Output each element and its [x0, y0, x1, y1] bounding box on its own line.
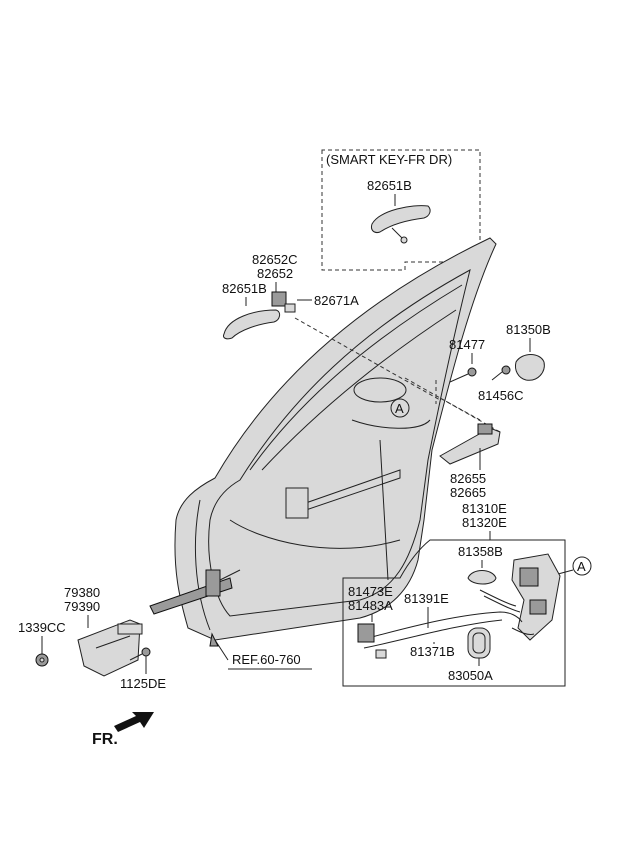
label-81310E[interactable]: 81310E — [462, 501, 507, 516]
inside-handle-82655 — [439, 423, 501, 465]
marker-a-door-label: A — [395, 401, 404, 416]
smart-key-door-handle — [371, 205, 431, 244]
label-81473E[interactable]: 81473E — [348, 584, 393, 599]
label-82651B-top[interactable]: 82651B — [367, 178, 412, 193]
direction-label: FR. — [92, 731, 118, 748]
label-82665[interactable]: 82665 — [450, 485, 486, 500]
latch-assembly-box — [342, 539, 566, 687]
smart-key-note: (SMART KEY-FR DR) — [326, 152, 452, 167]
label-81358B[interactable]: 81358B — [458, 544, 503, 559]
front-door-panel — [174, 237, 497, 641]
bolt-81456C — [491, 365, 511, 381]
lock-rod-81473E — [357, 623, 387, 659]
label-82652[interactable]: 82652 — [257, 266, 293, 281]
grommet-83050A — [467, 627, 491, 659]
striker-81350B — [515, 354, 545, 381]
label-82652C[interactable]: 82652C — [252, 252, 298, 267]
label-83050A[interactable]: 83050A — [448, 668, 493, 683]
marker-a-latch-label: A — [577, 559, 586, 574]
front-arrow-icon — [114, 712, 154, 732]
label-79390[interactable]: 79390 — [64, 599, 100, 614]
door-checker-79380 — [77, 619, 143, 677]
marker-a-door — [390, 398, 410, 418]
label-1125DE[interactable]: 1125DE — [120, 676, 166, 691]
label-79380[interactable]: 79380 — [64, 585, 100, 600]
ref-note: REF.60-760 — [232, 652, 301, 667]
label-81483A[interactable]: 81483A — [348, 598, 393, 613]
bolt-81477 — [449, 367, 477, 383]
marker-a-latch — [572, 556, 592, 576]
actuator-81358B — [467, 570, 497, 585]
label-81456C[interactable]: 81456C — [478, 388, 524, 403]
label-81320E[interactable]: 81320E — [462, 515, 507, 530]
nut-1339CC — [35, 653, 49, 667]
smart-key-dashed-box — [321, 149, 481, 271]
label-82655[interactable]: 82655 — [450, 471, 486, 486]
label-81477[interactable]: 81477 — [449, 337, 485, 352]
label-81350B[interactable]: 81350B — [506, 322, 551, 337]
label-1339CC[interactable]: 1339CC — [18, 620, 66, 635]
door-check-strap — [205, 569, 241, 597]
label-82651B[interactable]: 82651B — [222, 281, 267, 296]
label-82671A[interactable]: 82671A — [314, 293, 359, 308]
door-latch-assembly — [511, 553, 561, 641]
outside-door-handle — [223, 291, 296, 340]
label-81391E[interactable]: 81391E — [404, 591, 449, 606]
label-81371B[interactable]: 81371B — [410, 644, 455, 659]
